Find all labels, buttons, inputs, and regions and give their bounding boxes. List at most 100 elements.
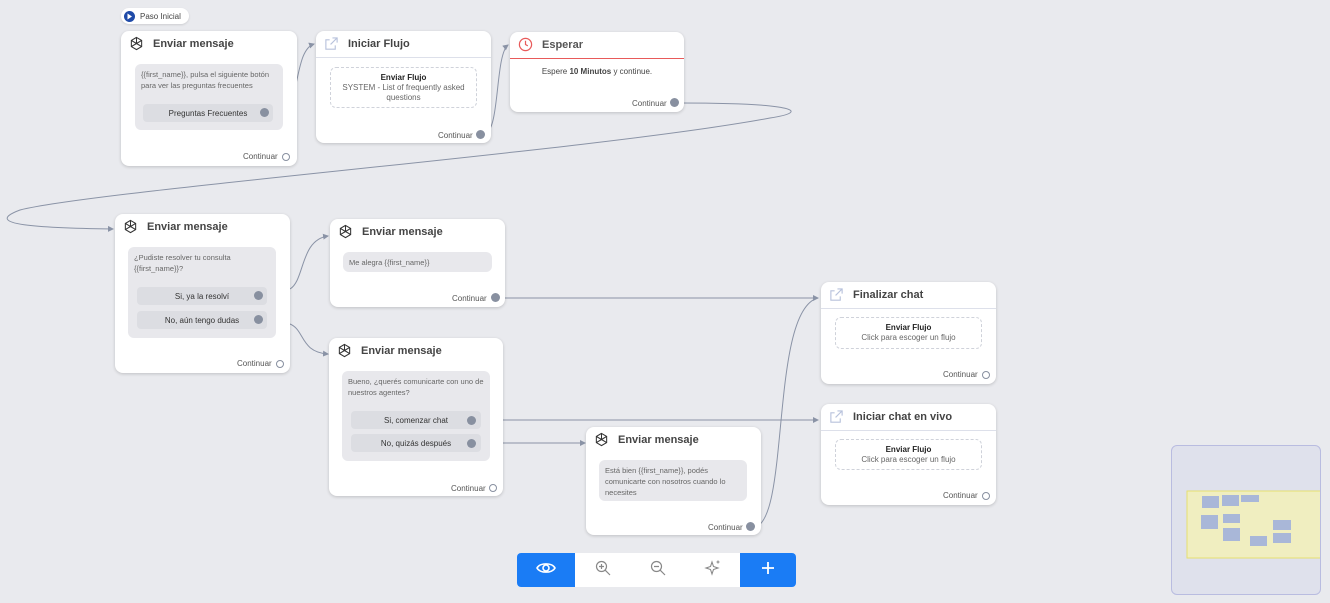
flow-text: SYSTEM - List of frequently asked questi… [342,83,465,102]
external-link-icon [829,409,845,425]
option-connector[interactable] [260,108,269,117]
openai-icon [123,219,139,235]
flow-selector[interactable]: Enviar Flujo Click para escoger un flujo [835,439,982,470]
continue-label: Continuar [632,99,667,108]
canvas-toolbar [517,553,796,587]
continue-connector[interactable] [282,153,290,161]
node-title: Enviar mensaje [147,221,228,233]
continue-label: Continuar [451,484,486,493]
node-title: Iniciar chat en vivo [853,411,953,423]
send-message-node[interactable]: Enviar mensaje Me alegra {{first_name}} … [330,219,505,307]
end-chat-node[interactable]: Finalizar chat Enviar Flujo Click para e… [821,282,996,384]
node-header: Finalizar chat [821,282,996,309]
option-button[interactable]: Si, comenzar chat [351,411,481,429]
clock-icon [518,37,534,53]
message-text: {{first_name}}, pulsa el siguiente botón… [141,70,270,90]
option-connector[interactable] [254,315,263,324]
flow-text: Click para escoger un flujo [861,455,956,464]
sparkle-icon [703,559,722,582]
wire-n4-n5 [289,233,329,290]
flow-text: Click para escoger un flujo [861,333,956,342]
node-header: Enviar mensaje [121,31,297,57]
continue-connector[interactable] [746,522,755,531]
send-message-node[interactable]: Enviar mensaje {{first_name}}, pulsa el … [121,31,297,166]
zoom-in-button[interactable] [575,553,631,587]
node-header: Esperar [510,32,684,59]
start-step-tag: Paso Inicial [121,8,189,24]
option-label: Preguntas Frecuentes [168,108,248,118]
node-header: Enviar mensaje [115,214,290,240]
option-label: No, quizás después [380,438,452,448]
external-link-icon [324,36,340,52]
continue-connector[interactable] [489,484,497,492]
continue-connector[interactable] [982,492,990,500]
flow-title: Enviar Flujo [885,323,932,332]
continue-label: Continuar [943,491,978,500]
node-title: Enviar mensaje [361,345,442,357]
flow-selector[interactable]: Enviar Flujo Click para escoger un flujo [835,317,982,349]
message-text: ¿Pudiste resolver tu consulta {{first_na… [134,253,231,273]
wait-amount: 10 Minutos [569,67,612,76]
node-title: Enviar mensaje [362,226,443,238]
node-title: Enviar mensaje [618,434,699,446]
continue-label: Continuar [452,294,487,303]
openai-icon [129,36,145,52]
continue-label: Continuar [243,152,278,161]
minimap[interactable] [1171,445,1322,595]
message-bubble[interactable]: Me alegra {{first_name}} [343,252,492,272]
continue-connector[interactable] [491,293,500,302]
node-title: Esperar [542,39,583,51]
start-flow-node[interactable]: Iniciar Flujo Enviar Flujo SYSTEM - List… [316,31,491,143]
node-header: Enviar mensaje [329,338,503,364]
external-link-icon [829,287,845,303]
node-title: Enviar mensaje [153,38,234,50]
zoom-out-button[interactable] [631,553,685,587]
option-label: Si, ya la resolví [174,291,230,301]
message-text: Bueno, ¿querés comunicarte con uno de nu… [348,377,484,397]
option-button[interactable]: Preguntas Frecuentes [143,104,273,122]
option-button[interactable]: No, quizás después [351,434,481,452]
wait-description: Espere 10 Minutos y continue. [510,67,684,76]
message-bubble[interactable]: Está bien {{first_name}}, podés comunica… [599,460,747,501]
live-chat-node[interactable]: Iniciar chat en vivo Enviar Flujo Click … [821,404,996,505]
node-title: Finalizar chat [853,289,924,301]
openai-icon [337,343,353,359]
node-header: Enviar mensaje [586,427,761,453]
option-label: Si, comenzar chat [383,415,449,425]
node-header: Enviar mensaje [330,219,505,245]
option-button[interactable]: No, aún tengo dudas [137,311,267,329]
continue-label: Continuar [708,523,743,532]
send-message-node[interactable]: Enviar mensaje Está bien {{first_name}},… [586,427,761,535]
option-label: No, aún tengo dudas [164,315,240,325]
option-connector[interactable] [254,291,263,300]
wire-n4-n6 [289,323,329,357]
continue-label: Continuar [438,131,473,140]
send-message-node[interactable]: Enviar mensaje Bueno, ¿querés comunicart… [329,338,503,496]
flow-selector[interactable]: Enviar Flujo SYSTEM - List of frequently… [330,67,477,108]
message-text: Está bien {{first_name}}, podés comunica… [605,466,726,497]
openai-icon [338,224,354,240]
option-connector[interactable] [467,439,476,448]
openai-icon [594,432,610,448]
auto-arrange-button[interactable] [685,553,740,587]
node-title: Iniciar Flujo [348,38,410,50]
wait-suffix: y continue. [613,67,653,76]
add-node-button[interactable] [740,553,796,587]
option-button[interactable]: Si, ya la resolví [137,287,267,305]
zoom-in-icon [595,560,611,581]
message-text: Me alegra {{first_name}} [349,258,430,267]
continue-connector[interactable] [276,360,284,368]
option-connector[interactable] [467,416,476,425]
eye-icon [536,561,556,580]
send-message-node[interactable]: Enviar mensaje ¿Pudiste resolver tu cons… [115,214,290,373]
continue-connector[interactable] [670,98,679,107]
continue-connector[interactable] [476,130,485,139]
continue-connector[interactable] [982,371,990,379]
preview-button[interactable] [517,553,575,587]
minimap-canvas [1186,490,1322,559]
wait-node[interactable]: Esperar Espere 10 Minutos y continue. Co… [510,32,684,112]
node-header: Iniciar Flujo [316,31,491,58]
node-header: Iniciar chat en vivo [821,404,996,431]
wire-n7-n8 [754,297,819,528]
flow-title: Enviar Flujo [885,445,932,454]
